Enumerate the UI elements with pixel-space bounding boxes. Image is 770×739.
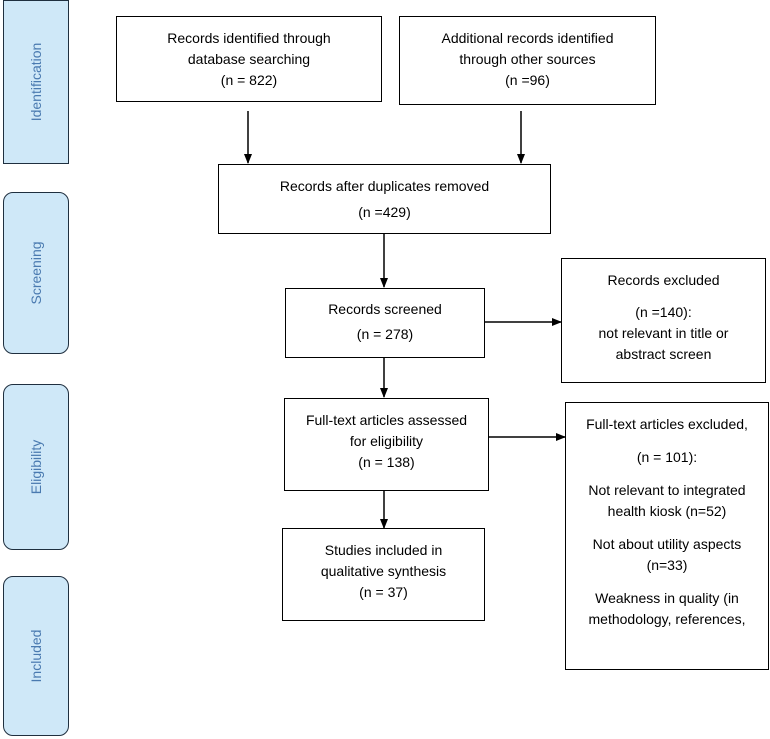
included-line2: qualitative synthesis: [320, 563, 447, 579]
fulltext-line2: for eligibility: [349, 433, 424, 449]
excluded-line3: not relevant in title or: [598, 325, 729, 341]
database-line1: Records identified through: [167, 30, 331, 46]
screened-line1: Records screened: [328, 301, 442, 317]
stage-included: Included: [3, 576, 69, 736]
fulltext-line1: Full-text articles assessed: [305, 412, 468, 428]
fulltext-excluded-line4: health kiosk (n=52): [607, 503, 727, 519]
included-line1: Studies included in: [324, 542, 443, 558]
fulltext-excluded-line1: Full-text articles excluded,: [586, 416, 748, 432]
box-database-records: Records identified through database sear…: [116, 16, 382, 102]
excluded-line1: Records excluded: [607, 272, 720, 288]
fulltext-excluded-line5: Not about utility aspects: [592, 536, 742, 552]
stage-screening: Screening: [3, 192, 69, 354]
excluded-line4: abstract screen: [615, 346, 712, 362]
box-fulltext-assessed: Full-text articles assessed for eligibil…: [284, 398, 489, 491]
other-line2: through other sources: [459, 51, 596, 67]
other-count: (n =96): [505, 72, 550, 88]
box-records-excluded: Records excluded (n =140): not relevant …: [561, 258, 766, 383]
stage-eligibility: Eligibility: [3, 384, 69, 550]
duplicates-count: (n =429): [358, 204, 411, 220]
database-line2: database searching: [187, 51, 311, 67]
fulltext-excluded-line8: methodology, references,: [588, 611, 746, 627]
database-count: (n = 822): [220, 72, 278, 88]
included-count: (n = 37): [359, 584, 408, 600]
fulltext-excluded-line6: (n=33): [646, 557, 688, 573]
other-line1: Additional records identified: [441, 30, 614, 46]
box-other-records: Additional records identified through ot…: [399, 16, 656, 105]
fulltext-count: (n = 138): [358, 454, 415, 470]
duplicates-line1: Records after duplicates removed: [279, 178, 490, 194]
box-duplicates-removed: Records after duplicates removed (n =429…: [218, 164, 551, 234]
fulltext-excluded-line7: Weakness in quality (in: [595, 590, 739, 606]
stage-identification: Identification: [3, 0, 69, 164]
fulltext-excluded-count: (n = 101):: [636, 449, 698, 465]
box-records-screened: Records screened (n = 278): [285, 288, 485, 358]
excluded-count: (n =140):: [635, 304, 692, 320]
box-fulltext-excluded: Full-text articles excluded, (n = 101): …: [565, 402, 769, 670]
screened-count: (n = 278): [356, 326, 414, 342]
fulltext-excluded-line3: Not relevant to integrated: [588, 482, 746, 498]
box-studies-included: Studies included in qualitative synthesi…: [282, 528, 485, 621]
